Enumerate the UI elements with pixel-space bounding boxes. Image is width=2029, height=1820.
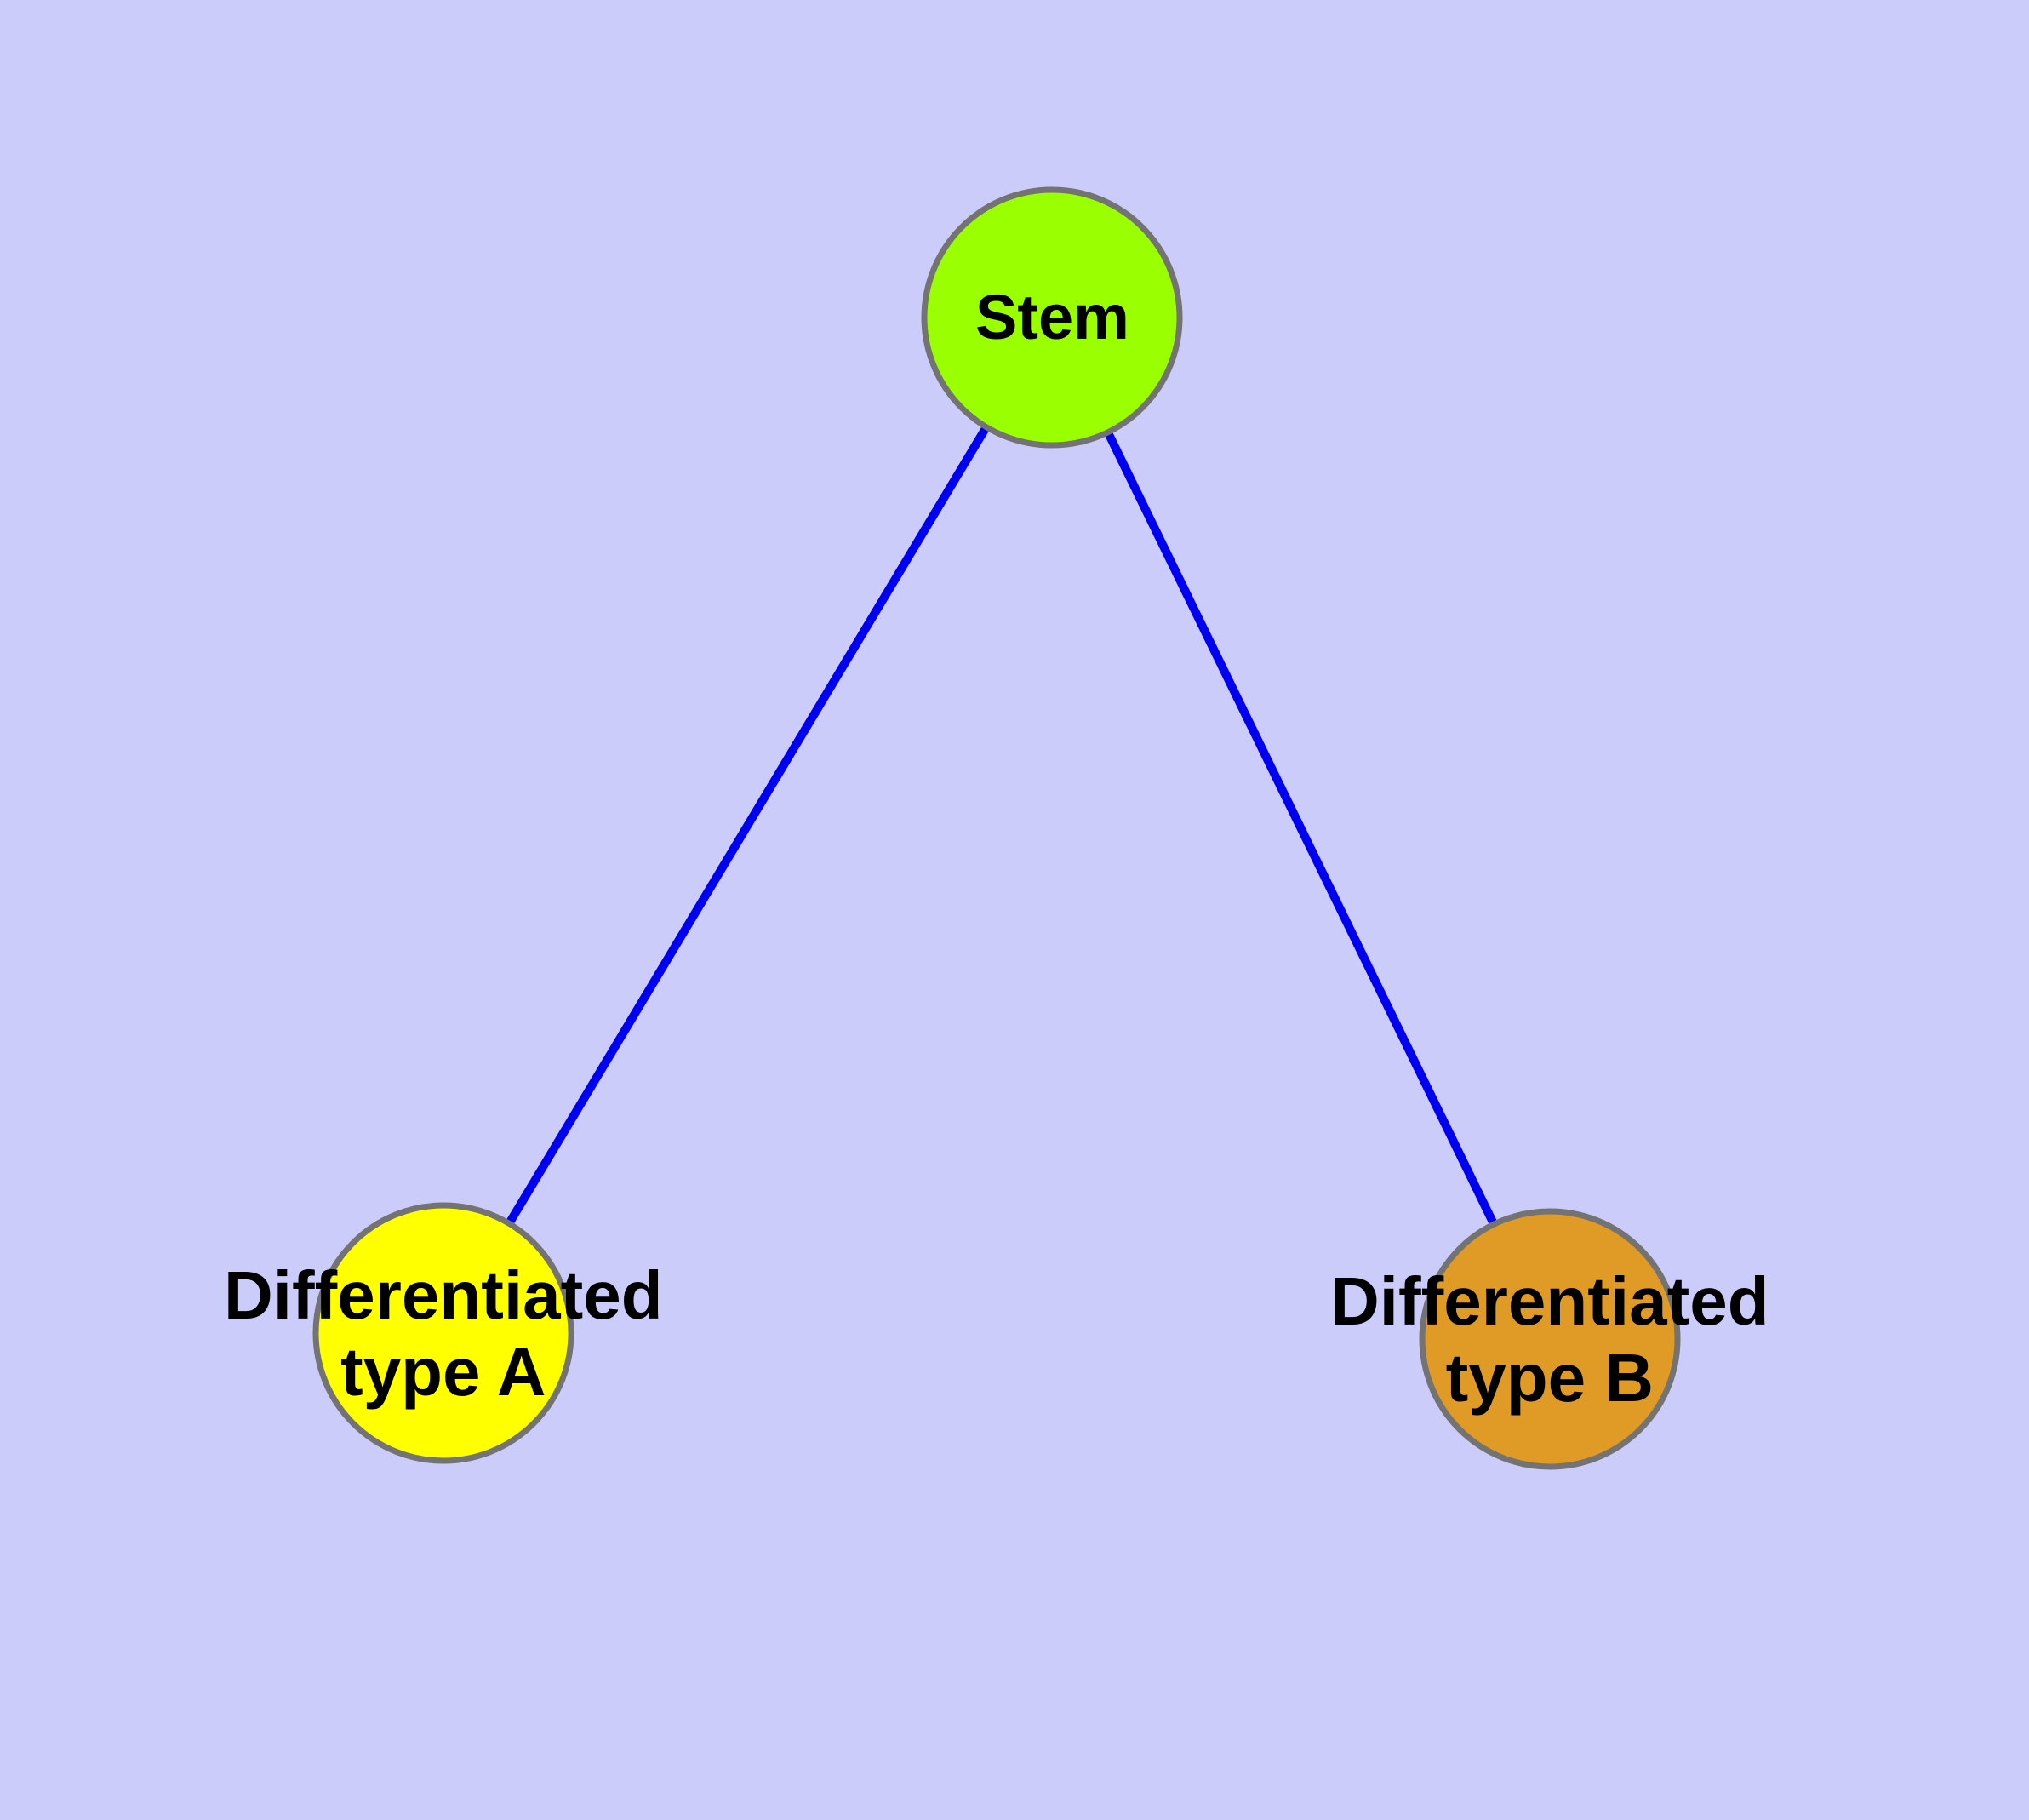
graph-node-diff_a[interactable] — [312, 1202, 574, 1464]
graph-edge-stem-to-diff_a[interactable] — [506, 425, 990, 1226]
edge-layer — [506, 425, 1498, 1226]
node-layer — [312, 186, 1681, 1470]
graph-edge-stem-to-diff_b[interactable] — [1104, 431, 1498, 1226]
graph-node-diff_b[interactable] — [1419, 1208, 1681, 1470]
graph-node-stem[interactable] — [921, 186, 1183, 449]
